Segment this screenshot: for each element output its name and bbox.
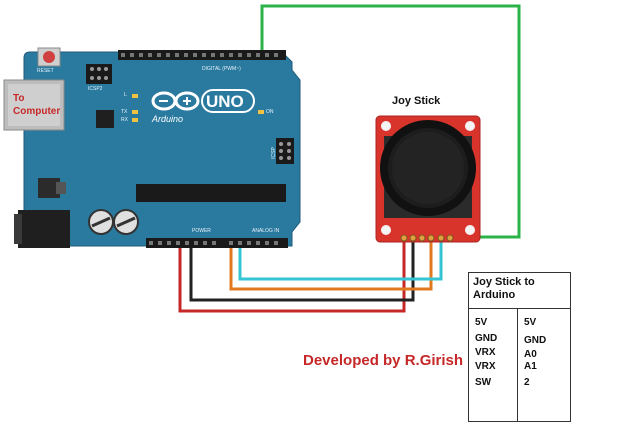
wire-gnd: [189, 240, 415, 302]
wire-vrx: [229, 240, 433, 291]
joystick-pins: [400, 234, 454, 242]
connection-table: Joy Stick to Arduino 5V GND VRX VRX SW 5…: [468, 272, 571, 422]
power-jack: [18, 210, 70, 248]
tx-label: TX: [121, 109, 128, 115]
power-label: POWER: [192, 228, 211, 234]
icsp2-label: ICSP2: [88, 86, 103, 92]
arduino-column: 5V GND A0 A1 2: [518, 309, 570, 421]
wire-5v: [178, 240, 406, 313]
table-cell: GND: [524, 335, 547, 346]
wire-vry: [238, 240, 443, 281]
arduino-board: [3, 47, 301, 248]
microcontroller-chip: [136, 184, 286, 202]
table-cell: A1: [524, 361, 537, 372]
arduino-logo: [151, 89, 255, 113]
to-computer-label: To Computer: [13, 93, 61, 117]
icsp-header: [276, 138, 294, 164]
joystick-title: Joy Stick: [392, 95, 441, 107]
rx-label: RX: [121, 117, 128, 123]
joystick-column: 5V GND VRX VRX SW: [469, 309, 518, 421]
table-cell: 5V: [475, 317, 488, 328]
digital-label: DIGITAL (PWM~): [202, 66, 241, 72]
table-cell: 2: [524, 377, 530, 388]
table-header: Joy Stick to Arduino: [469, 273, 570, 309]
arduino-wordmark: Arduino: [152, 114, 184, 124]
analog-in-label: ANALOG IN: [252, 228, 280, 234]
reset-label: RESET: [37, 68, 54, 74]
table-cell: VRX: [475, 347, 496, 358]
icsp-label: ICSP: [270, 147, 277, 159]
digital-header: [118, 50, 286, 60]
table-cell: A0: [524, 349, 537, 360]
table-cell: VRX: [475, 361, 496, 372]
uno-wordmark: UNO: [206, 92, 244, 111]
l-label: L: [124, 92, 127, 98]
icsp2-header: [86, 64, 112, 84]
wire-sw: [260, 4, 521, 239]
joystick-module: [375, 115, 481, 243]
developed-by-label: Developed by R.Girish: [303, 352, 464, 369]
table-cell: 5V: [524, 317, 537, 328]
table-cell: SW: [475, 377, 492, 388]
power-analog-header: [146, 238, 288, 248]
on-label: ON: [266, 109, 274, 115]
table-cell: GND: [475, 333, 498, 344]
